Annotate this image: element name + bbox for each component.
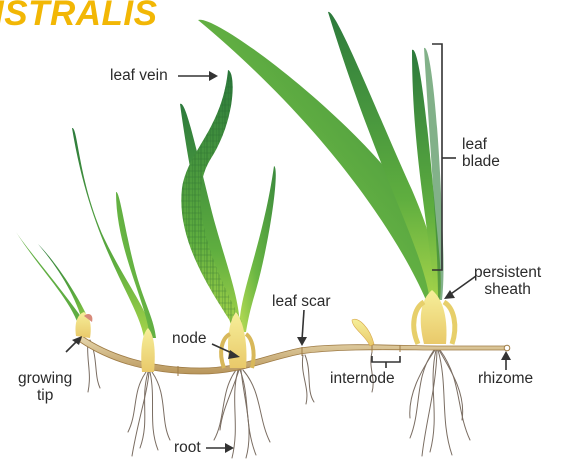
label-leaf-blade-line-1: leaf: [462, 136, 500, 153]
shoot-3: [180, 70, 276, 368]
label-leaf-blade: leaf blade: [462, 136, 500, 170]
arrowheads: [72, 71, 511, 453]
label-persistent-sheath-line-1: persistent: [474, 264, 541, 281]
label-node: node: [172, 330, 206, 347]
label-persistent-sheath-line-2: sheath: [474, 281, 541, 298]
label-rhizome: rhizome: [478, 370, 533, 387]
label-internode: internode: [330, 370, 395, 387]
label-growing-tip-line-1: growing: [18, 370, 72, 387]
label-leaf-blade-line-2: blade: [462, 153, 500, 170]
shoot-growing-tip: [16, 232, 92, 338]
label-leaf-vein: leaf vein: [110, 67, 168, 84]
shoot-small: [352, 319, 374, 346]
title: ISTRALIS: [0, 0, 157, 34]
label-growing-tip: growing tip: [18, 370, 72, 404]
label-root: root: [174, 439, 201, 456]
label-persistent-sheath: persistent sheath: [474, 264, 541, 298]
label-growing-tip-line-2: tip: [18, 387, 72, 404]
label-leaf-scar: leaf scar: [272, 293, 331, 310]
